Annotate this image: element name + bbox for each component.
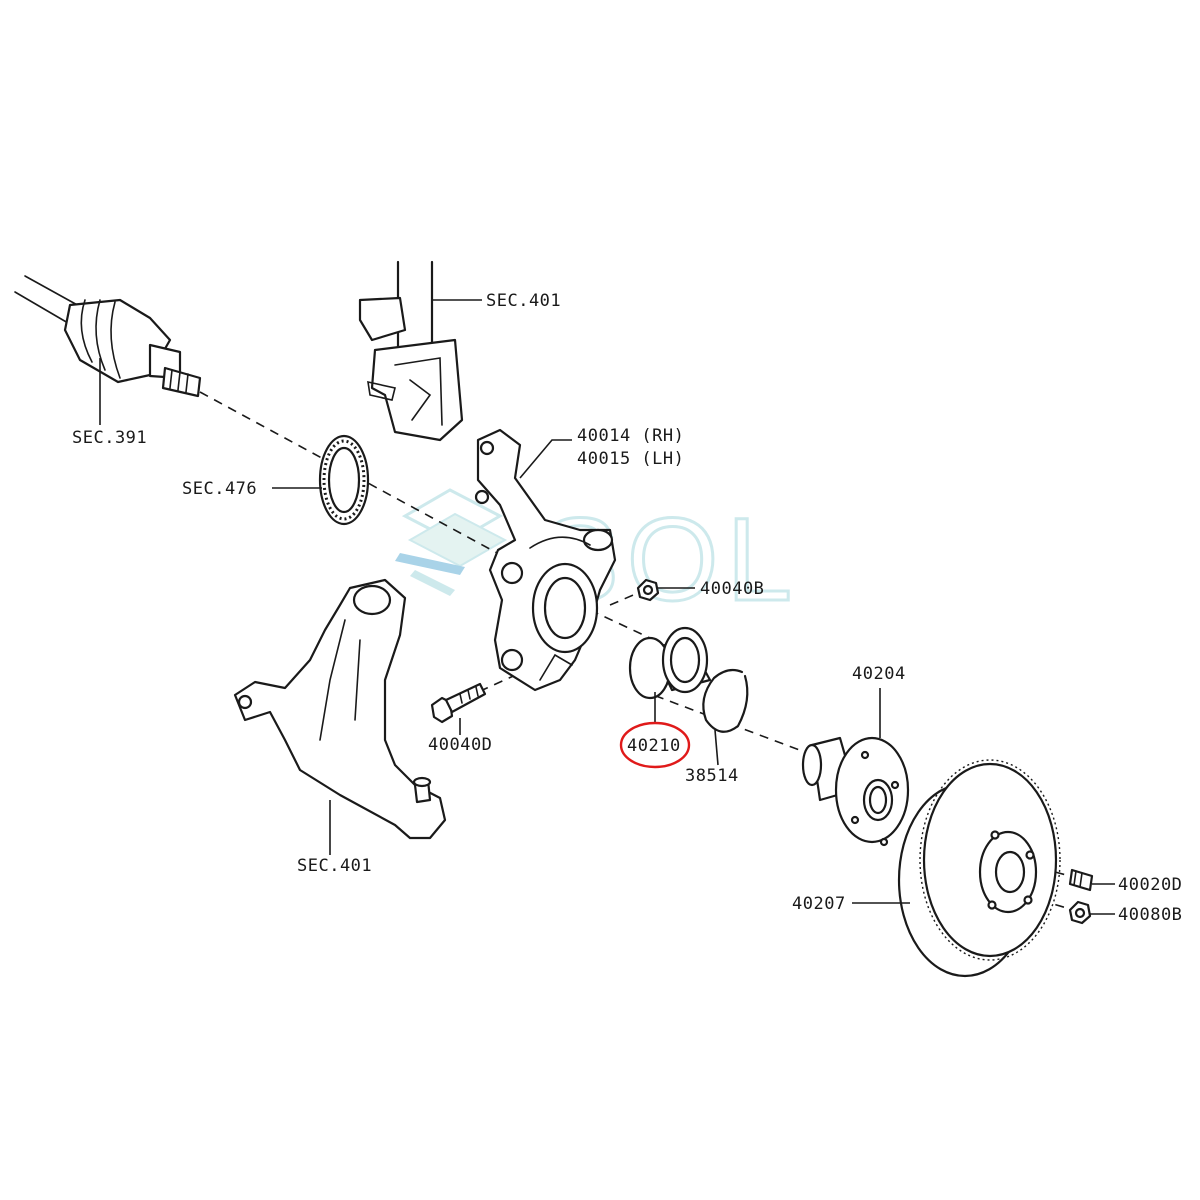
hub-nut-40080b: [1068, 900, 1092, 925]
label-abs-sensor-ring: SEC.476: [182, 479, 257, 499]
label-wheel-bearing: 40210: [627, 736, 681, 756]
wheel-bearing-40210: [628, 626, 712, 700]
hub-bolt-40020d: [1068, 868, 1094, 892]
label-bolt-40040d: 40040D: [428, 735, 492, 755]
part-labels: SEC.401 SEC.391 SEC.476 40014 (RH) 40015…: [72, 291, 1182, 925]
strut-assembly: [358, 260, 464, 442]
lower-control-arm: [233, 578, 447, 840]
label-drive-shaft: SEC.391: [72, 428, 147, 448]
label-knuckle-lh: 40015 (LH): [577, 449, 684, 469]
label-snap-ring: 38514: [685, 766, 739, 786]
abs-sensor-ring: [318, 434, 370, 526]
label-knuckle-rh: 40014 (RH): [577, 426, 684, 446]
bolt-40040d: [430, 682, 487, 724]
label-strut-upper: SEC.401: [486, 291, 561, 311]
label-disc-rotor: 40207: [792, 894, 846, 914]
wheel-hub-40204: [801, 736, 910, 847]
label-lower-arm: SEC.401: [297, 856, 372, 876]
nut-40040b: [636, 578, 660, 602]
label-hub-bolt: 40020D: [1118, 875, 1182, 895]
label-nut-40040b: 40040B: [700, 579, 764, 599]
label-wheel-hub: 40204: [852, 664, 906, 684]
snap-ring-38514: [702, 668, 749, 733]
highlight-circle: [619, 721, 691, 769]
disc-rotor-40207: [897, 759, 1061, 978]
steering-knuckle: [474, 428, 617, 692]
drive-shaft: [14, 275, 202, 398]
leader-lines: [99, 299, 1115, 915]
label-hub-nut: 40080B: [1118, 905, 1182, 925]
